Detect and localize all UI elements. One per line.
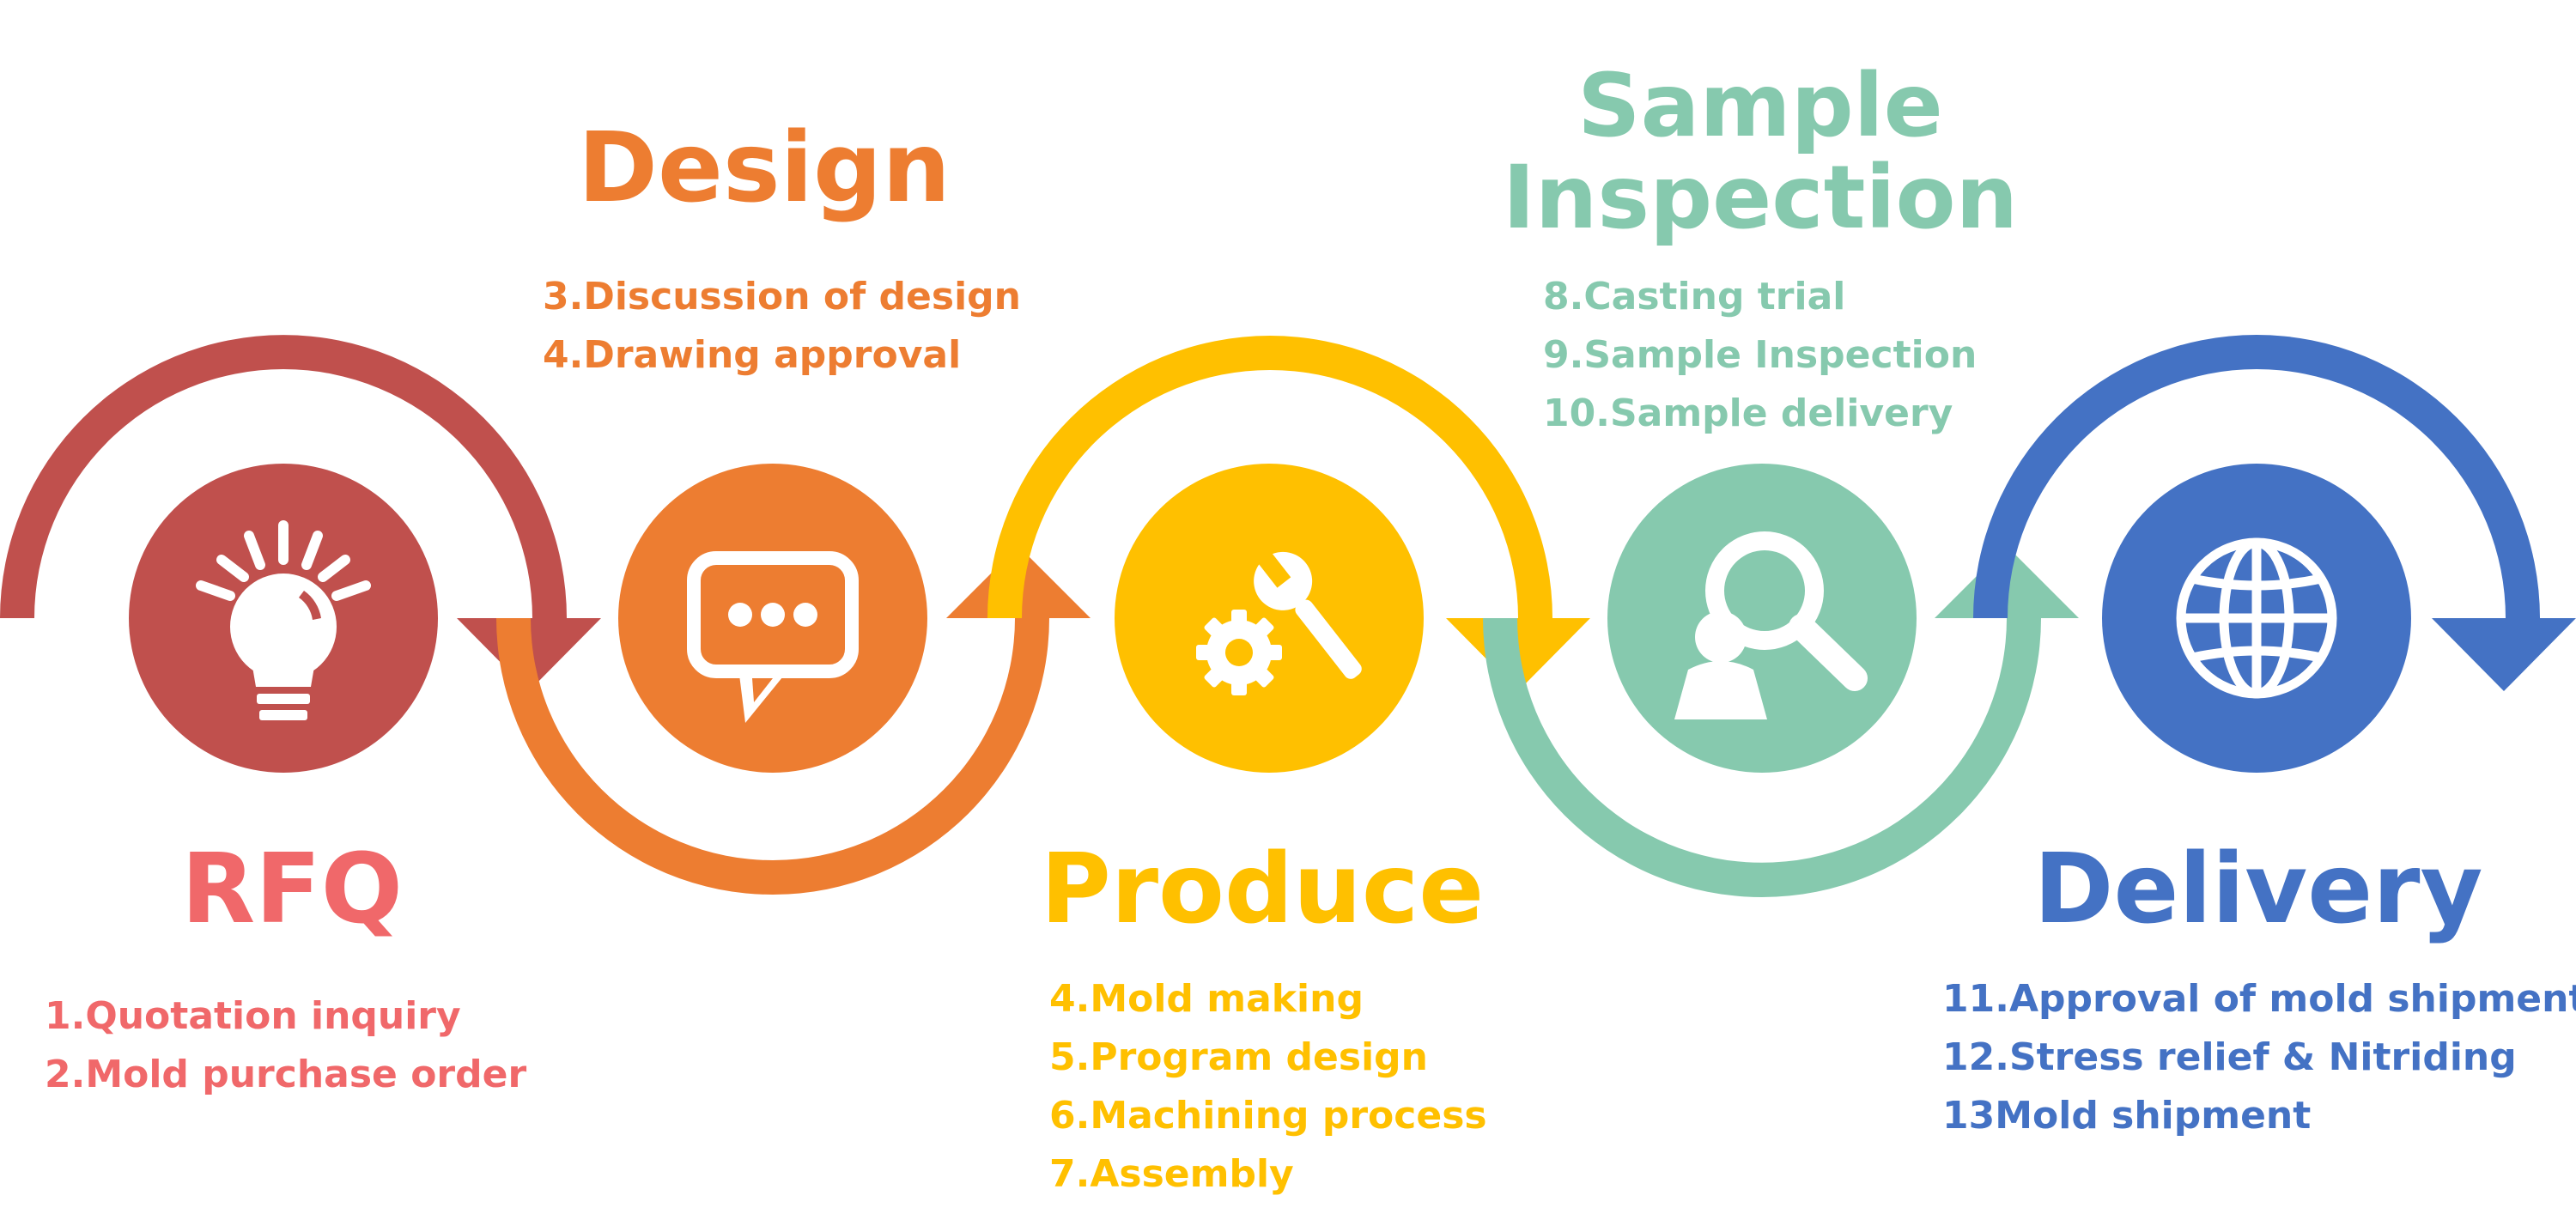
lightbulb-icon — [196, 520, 371, 720]
steps-rfq: 1.Quotation inquiry 2.Mold purchase orde… — [45, 987, 526, 1104]
wrench-gear-icon — [1196, 549, 1362, 695]
step-item: 2.Mold purchase order — [45, 1053, 527, 1096]
step-item: 4.Mold making — [1049, 977, 1364, 1021]
title-sample-line1: Sample — [1577, 55, 1943, 157]
globe-icon — [2176, 537, 2337, 699]
title-rfq: RFQ — [181, 834, 403, 945]
magnifier-icon — [1674, 531, 1868, 719]
arrow-delivery — [1973, 335, 2540, 618]
circle-produce — [1115, 464, 1424, 773]
step-item: 7.Assembly — [1049, 1152, 1294, 1196]
step-item: 3.Discussion of design — [543, 275, 1021, 319]
speech-bubble-icon — [687, 551, 859, 723]
step-item: 10.Sample delivery — [1543, 391, 1953, 435]
title-sample-inspection: Sample Inspection — [1460, 60, 2061, 244]
step-item: 6.Machining process — [1049, 1094, 1487, 1138]
step-item: 9.Sample Inspection — [1543, 333, 1978, 377]
step-item: 11.Approval of mold shipment — [1942, 977, 2576, 1021]
flow-arrows — [0, 335, 2576, 897]
steps-delivery: 11.Approval of mold shipment 12.Stress r… — [1942, 970, 2576, 1145]
step-item: 13Mold shipment — [1942, 1094, 2312, 1138]
arrow-sample — [1483, 618, 2041, 897]
steps-produce: 4.Mold making 5.Program design 6.Machini… — [1049, 970, 1487, 1204]
arrow-rfq — [0, 335, 567, 618]
title-sample-line2: Inspection — [1502, 147, 2019, 250]
arrow-produce — [987, 336, 1552, 618]
arrow-head-delivery — [2432, 618, 2576, 691]
title-design: Design — [578, 112, 951, 224]
steps-sample-inspection: 8.Casting trial 9.Sample Inspection 10.S… — [1543, 268, 1977, 443]
arrow-design — [496, 618, 1049, 895]
step-item: 8.Casting trial — [1543, 275, 1846, 319]
circle-sample — [1607, 464, 1917, 773]
step-item: 5.Program design — [1049, 1035, 1428, 1079]
step-item: 4.Drawing approval — [543, 333, 962, 377]
title-produce: Produce — [1040, 834, 1485, 945]
step-item: 1.Quotation inquiry — [45, 994, 461, 1038]
title-delivery: Delivery — [2033, 834, 2483, 945]
steps-design: 3.Discussion of design 4.Drawing approva… — [543, 268, 1021, 385]
step-item: 12.Stress relief & Nitriding — [1942, 1035, 2517, 1079]
